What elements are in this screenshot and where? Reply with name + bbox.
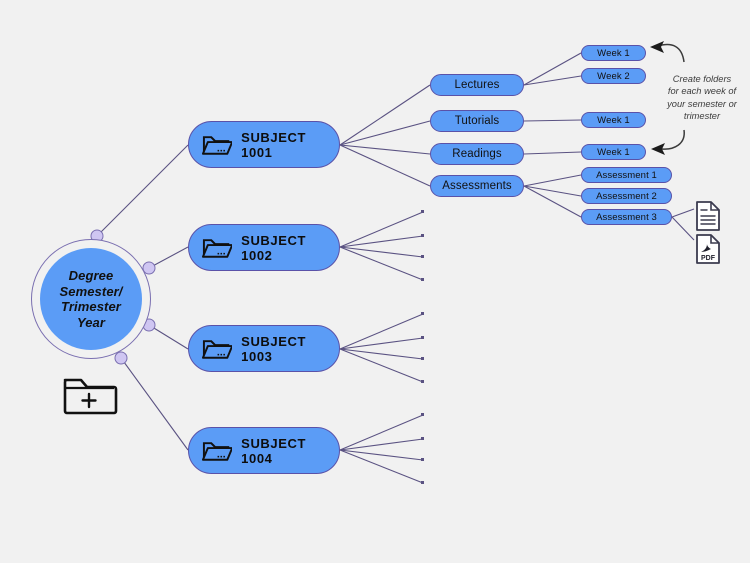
branch-node-assessments[interactable]: Assessments <box>430 175 524 197</box>
leaf-node-label: Week 1 <box>597 146 630 158</box>
subject-node-1001[interactable]: SUBJECT 1001 <box>188 121 340 168</box>
branch-node-lectures[interactable]: Lectures <box>430 74 524 96</box>
leaf-node-label: Assessment 1 <box>596 169 657 181</box>
document-icon[interactable] <box>694 200 722 232</box>
branch-node-readings[interactable]: Readings <box>430 143 524 165</box>
branch-node-label: Lectures <box>454 79 500 91</box>
annotation-text: Create folders for each week of your sem… <box>667 74 737 122</box>
subject-node-label: SUBJECT 1004 <box>241 435 307 466</box>
leaf-node-tutorials-week-1[interactable]: Week 1 <box>581 112 646 128</box>
pdf-icon-label: PDF <box>701 255 716 262</box>
annotation-arrow-top-icon <box>650 41 685 63</box>
branch-node-tutorials[interactable]: Tutorials <box>430 110 524 132</box>
leaf-node-lectures-week-1[interactable]: Week 1 <box>581 45 646 61</box>
subject-node-label: SUBJECT 1003 <box>241 333 307 364</box>
leaf-node-readings-week-1[interactable]: Week 1 <box>581 144 646 160</box>
subject-node-1003[interactable]: SUBJECT 1003 <box>188 325 340 372</box>
subject-node-1002[interactable]: SUBJECT 1002 <box>188 224 340 271</box>
leaf-node-label: Week 2 <box>597 70 630 82</box>
folder-icon <box>201 339 233 359</box>
leaf-node-label: Assessment 3 <box>596 211 657 223</box>
leaf-node-label: Assessment 2 <box>596 190 657 202</box>
subject-node-1004[interactable]: SUBJECT 1004 <box>188 427 340 474</box>
leaf-node-label: Week 1 <box>597 114 630 126</box>
branch-node-label: Assessments <box>442 180 512 192</box>
folder-icon <box>201 238 233 258</box>
root-node[interactable]: Degree Semester/ Trimester Year <box>40 248 142 350</box>
branch-node-label: Readings <box>452 148 502 160</box>
annotation-arrow-bottom-icon <box>651 129 685 155</box>
leaf-node-label: Week 1 <box>597 47 630 59</box>
subject-node-label: SUBJECT 1002 <box>241 232 307 263</box>
leaf-node-assessment-2[interactable]: Assessment 2 <box>581 188 672 204</box>
add-folder-icon[interactable] <box>62 374 118 418</box>
leaf-node-lectures-week-2[interactable]: Week 2 <box>581 68 646 84</box>
folder-icon <box>201 135 233 155</box>
leaf-node-assessment-3[interactable]: Assessment 3 <box>581 209 672 225</box>
pdf-icon[interactable]: PDF <box>694 233 722 265</box>
folder-icon <box>201 441 233 461</box>
branch-node-label: Tutorials <box>454 115 500 127</box>
leaf-node-assessment-1[interactable]: Assessment 1 <box>581 167 672 183</box>
root-node-label: Degree Semester/ Trimester Year <box>59 268 123 330</box>
subject-node-label: SUBJECT 1001 <box>241 129 307 160</box>
